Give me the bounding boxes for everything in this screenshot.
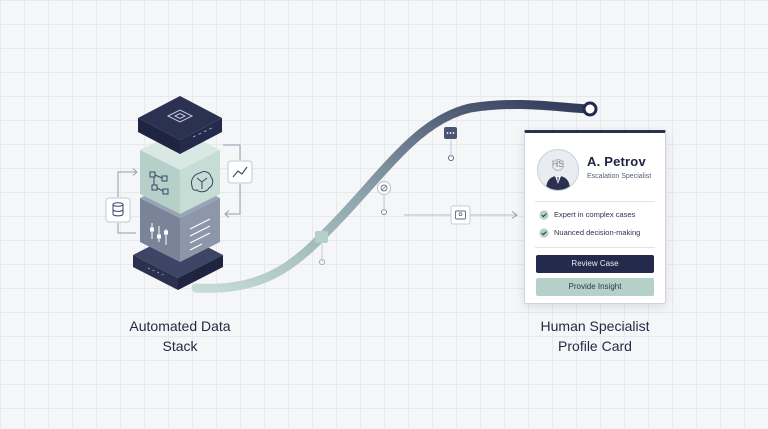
check-circle-icon: [539, 228, 549, 238]
check-circle-icon: [539, 210, 549, 220]
stack-caption-line1: Automated Data: [129, 318, 231, 334]
card-divider: [535, 201, 655, 202]
square-icon: [315, 231, 328, 243]
card-caption: Human Specialist Profile Card: [512, 316, 678, 356]
avatar-initials: HS: [551, 159, 565, 169]
chip-slot: [192, 126, 215, 138]
specialist-profile-card: HS A. Petrov Escalation Specialist Exper…: [524, 130, 666, 304]
path-end-node: [582, 101, 598, 117]
list-lines-icon: [189, 218, 211, 251]
feature-text: Expert in complex cases: [554, 210, 636, 219]
feature-text: Nuanced decision-making: [554, 228, 641, 237]
provide-insight-button[interactable]: Provide Insight: [536, 278, 654, 296]
flow-arrows: [117, 144, 241, 234]
network-nodes-icon: [149, 171, 169, 195]
stack-caption: Automated Data Stack: [100, 316, 260, 356]
stack-caption-line2: Stack: [162, 338, 198, 354]
flow-path: [191, 99, 595, 293]
folder-user-icon: [450, 205, 471, 225]
database-icon: [105, 197, 131, 223]
ellipsis-icon: [444, 127, 457, 139]
card-divider: [535, 247, 655, 248]
avatar: HS: [537, 149, 579, 191]
card-caption-line2: Profile Card: [558, 338, 632, 354]
trend-chart-icon: [227, 160, 253, 184]
person-silhouette-icon: [546, 159, 570, 190]
connector-arrowhead: [511, 211, 518, 219]
target-icon: [377, 181, 391, 195]
card-caption-line1: Human Specialist: [540, 318, 650, 334]
brain-network-icon: [191, 171, 214, 193]
specialist-name: A. Petrov: [587, 154, 646, 169]
chip-icon: [166, 109, 194, 123]
sliders-icon: [150, 223, 168, 245]
review-case-button[interactable]: Review Case: [536, 255, 654, 273]
specialist-role: Escalation Specialist: [587, 173, 652, 180]
